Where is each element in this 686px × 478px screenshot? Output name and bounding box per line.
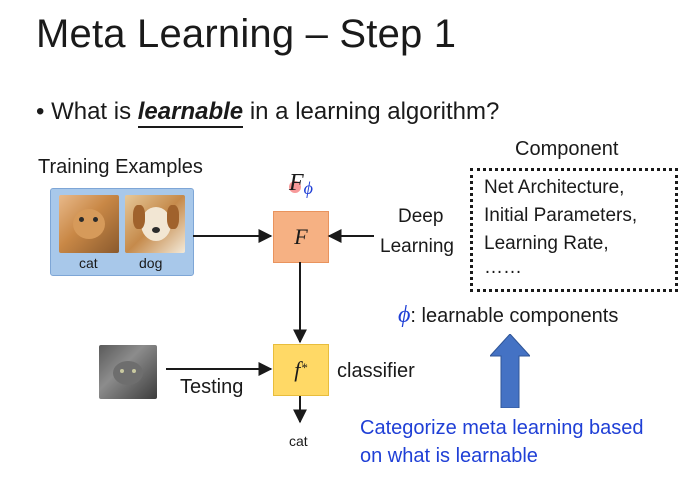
categorize-line-1: Categorize meta learning based bbox=[360, 414, 644, 442]
categorize-line-2: on what is learnable bbox=[360, 442, 644, 470]
up-arrow-icon bbox=[490, 334, 530, 408]
categorize-note: Categorize meta learning based on what i… bbox=[360, 414, 644, 470]
